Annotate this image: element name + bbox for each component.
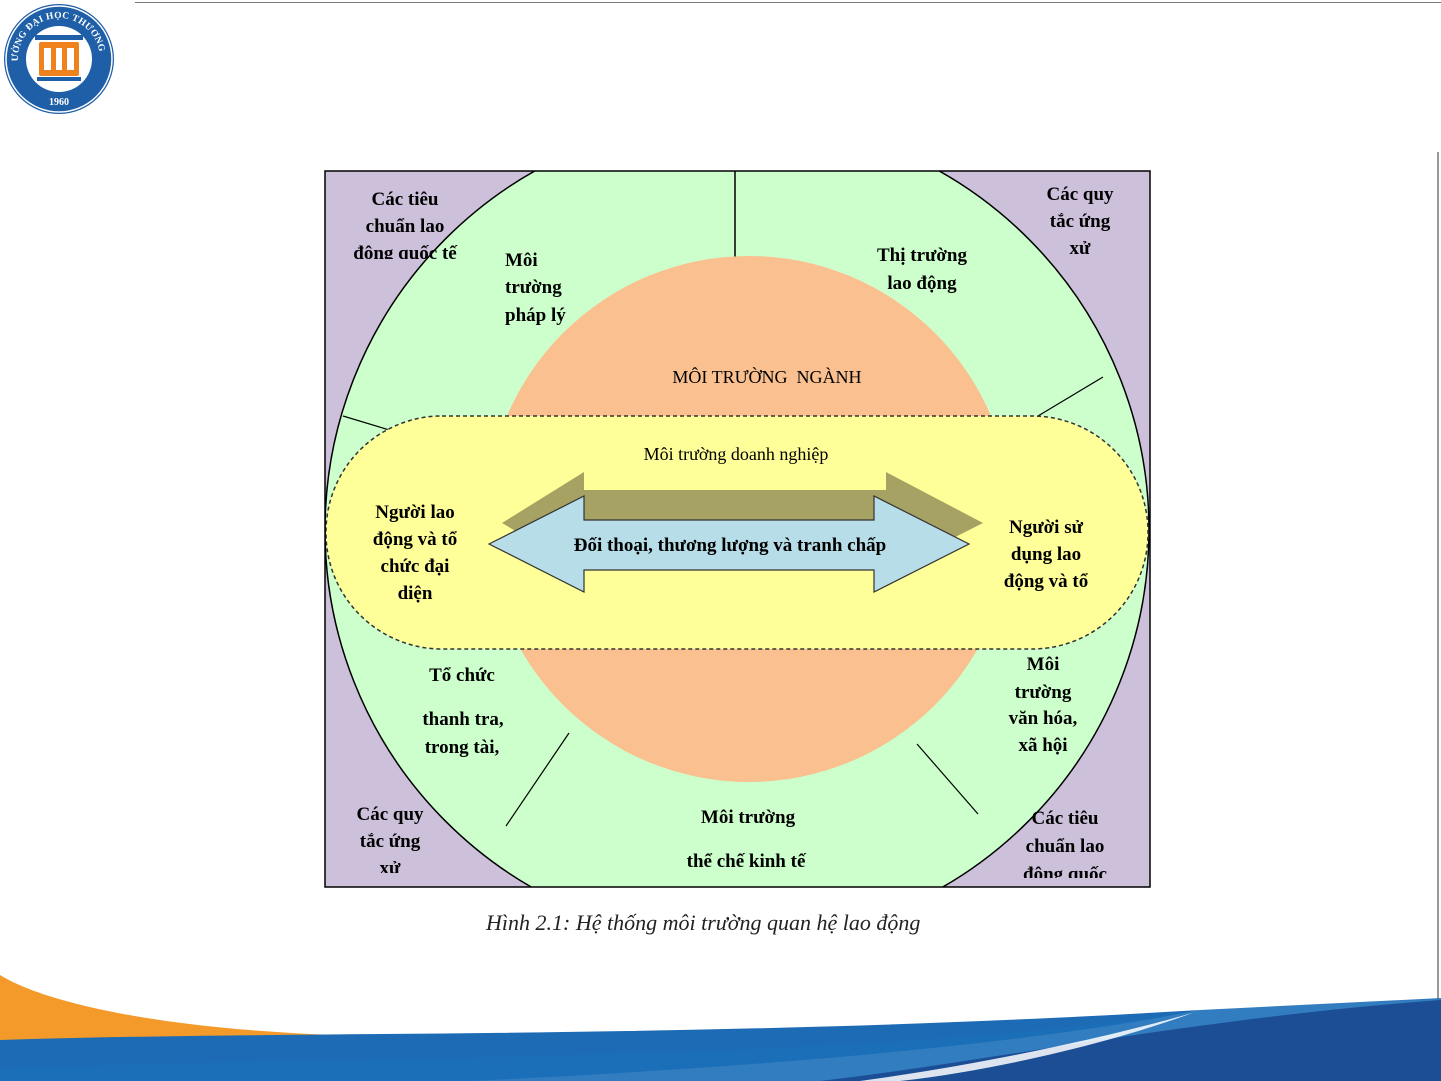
ring-divider-left-upper xyxy=(342,415,397,433)
ring-divider-right-upper xyxy=(1032,376,1104,420)
svg-text:Thị trường: Thị trường xyxy=(877,245,968,266)
enterprise-label: Môi trường doanh nghiệp xyxy=(644,444,829,464)
ring-economic-institution-label: Môi trường thể chế kinh tế xyxy=(687,807,807,872)
svg-text:tắc ứng: tắc ứng xyxy=(1050,211,1111,232)
footer-orange-wave xyxy=(0,975,360,1045)
svg-text:thanh tra,: thanh tra, xyxy=(422,709,504,730)
corner-top-left-label: Các tiêu chuẩn lao động quốc tế xyxy=(353,189,458,264)
svg-text:tắc ứng: tắc ứng xyxy=(360,831,421,852)
svg-text:lao động: lao động xyxy=(887,273,957,294)
svg-text:trường: trường xyxy=(1015,682,1072,703)
svg-text:động quốc: động quốc xyxy=(1023,864,1107,885)
svg-text:động và tổ: động và tổ xyxy=(1004,571,1089,592)
right-rule xyxy=(1437,152,1439,1032)
svg-text:Các quy: Các quy xyxy=(1046,184,1114,205)
svg-text:dụng lao: dụng lao xyxy=(1011,544,1081,565)
corner-bottom-right-label: Các tiêu chuẩn lao động quốc xyxy=(1023,808,1107,885)
university-logo: TRƯỜNG ĐẠI HỌC THƯƠNG MẠI 1960 xyxy=(2,2,114,114)
svg-text:xử: xử xyxy=(1070,238,1092,259)
dialogue-double-arrow xyxy=(487,495,971,593)
svg-text:chuẩn lao: chuẩn lao xyxy=(366,216,445,237)
figure-caption: Hình 2.1: Hệ thống môi trường quan hệ la… xyxy=(486,910,921,935)
svg-text:chuẩn lao: chuẩn lao xyxy=(1026,836,1105,857)
ring-inspection-label: Tổ chức thanh tra, trong tài, xyxy=(422,665,504,758)
svg-text:động và tổ: động và tổ xyxy=(373,529,458,550)
ring-labor-market-label: Thị trường lao động xyxy=(877,245,968,294)
svg-text:Các tiêu: Các tiêu xyxy=(371,189,438,210)
ring-divider-right-lower xyxy=(916,743,979,815)
svg-text:Người lao: Người lao xyxy=(375,502,454,523)
industry-label: MÔI TRƯỜNG NGÀNH xyxy=(672,366,861,387)
svg-text:Môi trường: Môi trường xyxy=(701,807,796,828)
ring-divider-left-lower xyxy=(505,732,570,827)
svg-text:trường: trường xyxy=(505,277,562,298)
svg-text:văn hóa,: văn hóa, xyxy=(1009,708,1078,729)
worker-party-label: Người lao động và tổ chức đại diện xyxy=(373,502,458,604)
svg-text:trong tài,: trong tài, xyxy=(425,737,500,758)
svg-text:động quốc tế: động quốc tế xyxy=(353,243,458,264)
outer-box-border xyxy=(324,170,1151,888)
svg-text:xã hội: xã hội xyxy=(1018,735,1067,756)
svg-text:Các quy: Các quy xyxy=(356,804,424,825)
svg-text:Các tiêu: Các tiêu xyxy=(1031,808,1098,829)
logo-year: 1960 xyxy=(49,97,69,108)
arrow-label: Đối thoại, thương lượng và tranh chấp xyxy=(574,535,887,556)
svg-text:Tổ chức: Tổ chức xyxy=(429,665,495,686)
svg-text:chức đại: chức đại xyxy=(381,556,450,577)
svg-text:thể chế kinh tế: thể chế kinh tế xyxy=(687,851,807,872)
svg-text:diện: diện xyxy=(398,583,433,604)
corner-bottom-left-label: Các quy tắc ứng xử xyxy=(356,804,424,879)
header-rule xyxy=(135,2,1441,3)
footer-dark-wave xyxy=(820,1000,1441,1081)
svg-text:Người sử: Người sử xyxy=(1009,517,1084,538)
employer-party-label: Người sử dụng lao động và tổ xyxy=(1004,517,1089,592)
book-icon xyxy=(35,35,83,81)
svg-text:xử: xử xyxy=(380,858,402,879)
svg-text:Môi: Môi xyxy=(1027,654,1060,675)
svg-text:Môi: Môi xyxy=(505,250,538,271)
corner-top-right-label: Các quy tắc ứng xử xyxy=(1046,184,1114,259)
svg-text:pháp lý: pháp lý xyxy=(505,305,566,326)
ring-legal-label: Môi trường pháp lý xyxy=(505,250,566,326)
ring-culture-label: Môi trường văn hóa, xã hội xyxy=(1009,654,1078,756)
